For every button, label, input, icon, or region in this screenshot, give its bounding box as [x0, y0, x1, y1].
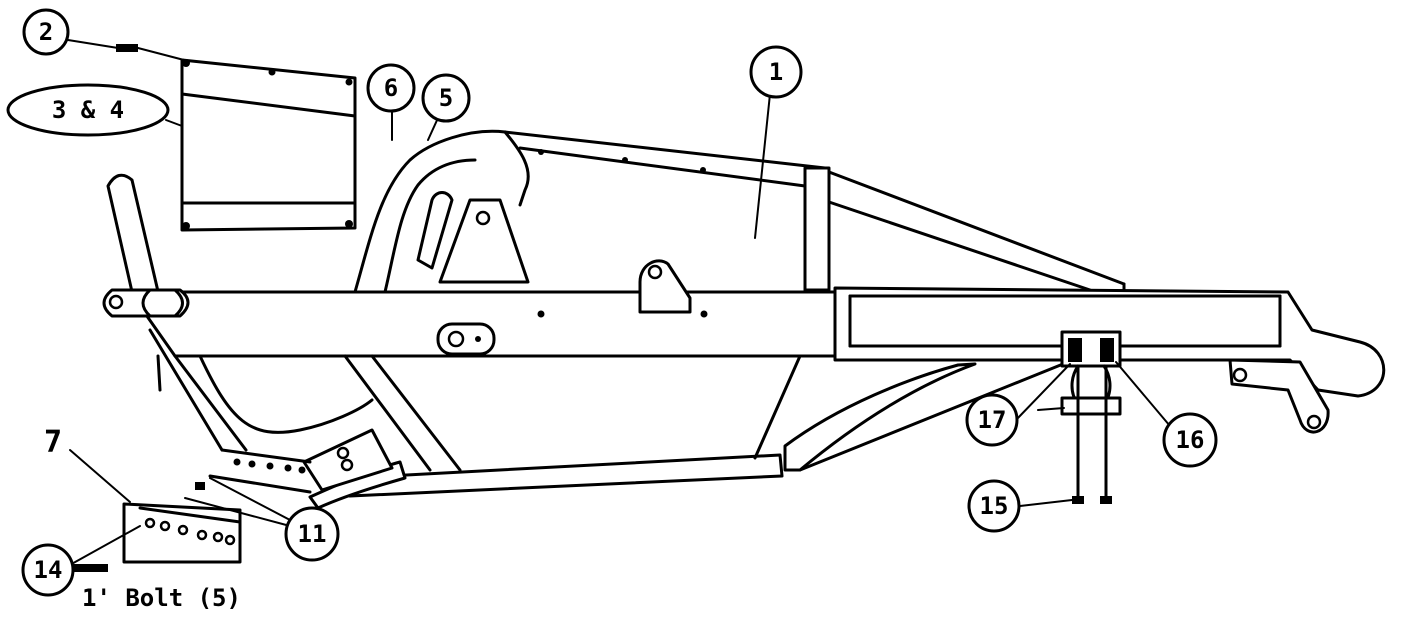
svg-text:5: 5 — [439, 84, 453, 112]
callout-7: 7 — [44, 425, 62, 460]
svg-text:6: 6 — [384, 74, 398, 102]
lower-frame — [148, 328, 1070, 510]
svg-text:1: 1 — [769, 58, 783, 86]
callout-16: 16 — [1162, 412, 1218, 468]
cover-plate — [180, 58, 357, 232]
svg-text:16: 16 — [1176, 426, 1205, 454]
clamp-assembly — [1060, 330, 1122, 504]
callout-11: 11 — [284, 506, 340, 562]
callout-14: 14 — [21, 543, 75, 597]
svg-text:11: 11 — [298, 520, 327, 548]
callout-15: 15 — [967, 479, 1021, 533]
callout-17: 17 — [965, 393, 1019, 447]
svg-text:17: 17 — [978, 406, 1007, 434]
callout-5: 5 — [421, 73, 471, 123]
callout-3-and-4: 3 & 4 — [6, 83, 170, 137]
leader-lines — [67, 39, 1171, 567]
bolt-note: 1' Bolt (5) — [82, 584, 241, 612]
svg-text:14: 14 — [34, 556, 63, 584]
callout-6: 6 — [366, 63, 416, 113]
loose-plate-part-7 — [122, 502, 242, 564]
front-stanchion — [106, 173, 162, 307]
bolt-part-2 — [116, 44, 138, 52]
bolt-part-14 — [72, 564, 108, 572]
callout-1: 1 — [749, 45, 803, 99]
svg-text:15: 15 — [980, 492, 1009, 520]
svg-text:3 & 4: 3 & 4 — [52, 96, 124, 124]
callout-2: 2 — [22, 8, 70, 56]
svg-text:7: 7 — [44, 425, 62, 460]
svg-text:2: 2 — [39, 18, 53, 46]
